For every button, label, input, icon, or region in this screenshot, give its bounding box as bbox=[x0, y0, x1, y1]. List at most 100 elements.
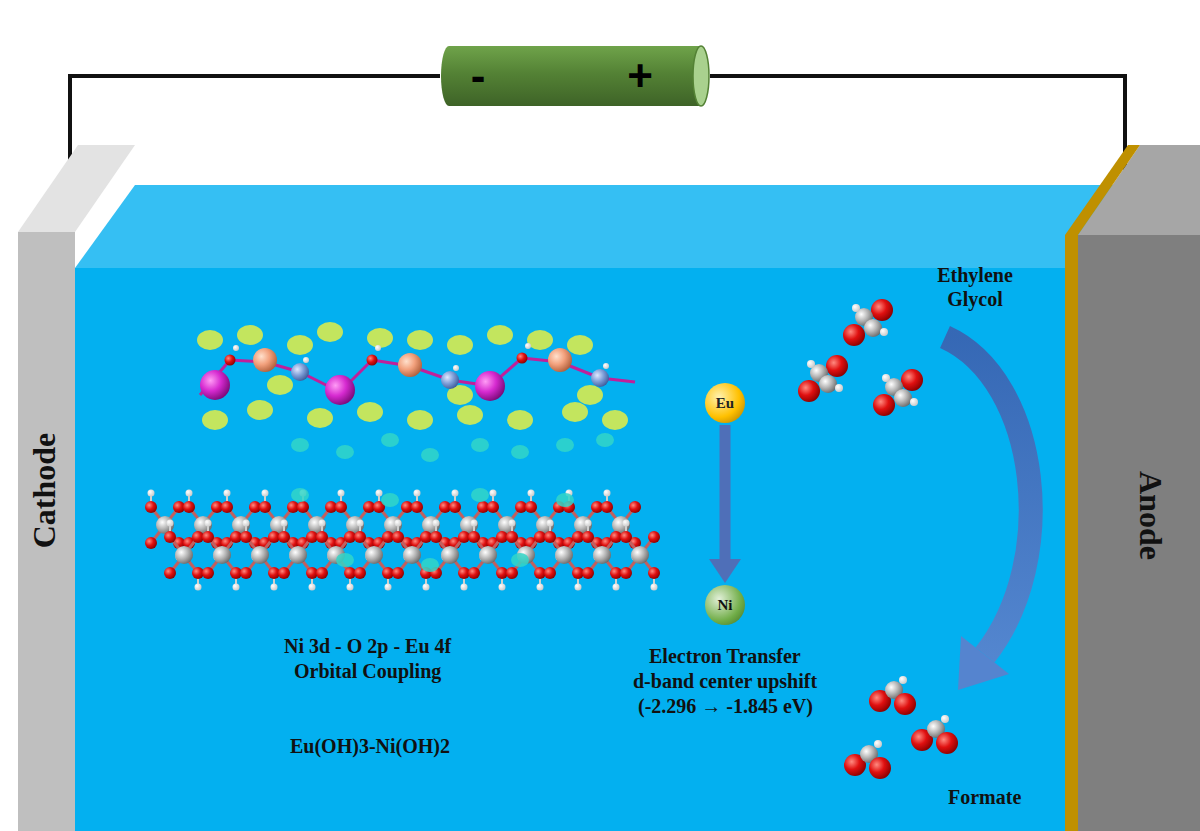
o-atom bbox=[164, 567, 176, 579]
charge-density bbox=[287, 335, 313, 355]
charge-density bbox=[487, 325, 513, 345]
o-atom bbox=[145, 501, 157, 513]
charge-density bbox=[596, 433, 614, 447]
h-atom bbox=[309, 584, 316, 591]
charge-density bbox=[202, 410, 228, 430]
charge-density bbox=[602, 410, 628, 430]
h-atom bbox=[490, 490, 497, 497]
charge-density bbox=[317, 322, 343, 342]
eu-atom bbox=[200, 370, 230, 400]
o-atom bbox=[936, 732, 958, 754]
charge-density bbox=[407, 330, 433, 350]
charge-density bbox=[247, 400, 273, 420]
o-atom bbox=[354, 531, 366, 543]
eu-atom bbox=[398, 353, 422, 377]
h-atom bbox=[433, 520, 440, 527]
charge-density bbox=[447, 335, 473, 355]
charge-density bbox=[336, 445, 354, 459]
h-atom bbox=[882, 374, 890, 382]
h-atom bbox=[807, 360, 815, 368]
o-atom bbox=[544, 567, 556, 579]
h-atom bbox=[941, 715, 949, 723]
o-atom bbox=[354, 567, 366, 579]
o-atom bbox=[278, 531, 290, 543]
annotation-label: Formate bbox=[948, 785, 1021, 809]
anode-plate bbox=[1060, 140, 1200, 831]
h-atom bbox=[303, 357, 309, 363]
ni-atom bbox=[591, 369, 609, 387]
ni-atom bbox=[175, 546, 193, 564]
electrolyte bbox=[75, 268, 1065, 831]
o-atom bbox=[506, 567, 518, 579]
charge-density bbox=[562, 402, 588, 422]
h-atom bbox=[603, 363, 609, 369]
h-atom bbox=[319, 520, 326, 527]
ni-atom bbox=[479, 546, 497, 564]
o-atom bbox=[506, 531, 518, 543]
h-atom bbox=[233, 345, 239, 351]
o-atom bbox=[826, 355, 848, 377]
molecules bbox=[798, 299, 958, 779]
charge-density bbox=[567, 335, 593, 355]
charge-density bbox=[357, 402, 383, 422]
o-atom bbox=[430, 531, 442, 543]
h-atom bbox=[835, 384, 843, 392]
eu-atom bbox=[475, 371, 505, 401]
charge-density bbox=[381, 493, 399, 507]
annotation-label: Ethylene Glycol bbox=[920, 263, 1030, 311]
eu-atom bbox=[253, 348, 277, 372]
h-atom bbox=[186, 490, 193, 497]
annotation-label: d-band center upshift bbox=[633, 669, 817, 693]
ni-atom bbox=[213, 546, 231, 564]
annotation-label: (-2.296 → -1.845 eV) bbox=[638, 694, 813, 718]
o-atom bbox=[240, 531, 252, 543]
arrowhead bbox=[709, 559, 741, 583]
h-atom bbox=[471, 520, 478, 527]
ni-atom bbox=[555, 546, 573, 564]
h-atom bbox=[461, 584, 468, 591]
node-label: Eu bbox=[716, 395, 734, 412]
o-atom bbox=[392, 567, 404, 579]
h-atom bbox=[233, 584, 240, 591]
o-atom bbox=[620, 567, 632, 579]
o-atom bbox=[894, 693, 916, 715]
eu-atom bbox=[325, 375, 355, 405]
o-atom bbox=[316, 531, 328, 543]
h-atom bbox=[899, 676, 907, 684]
o-atom bbox=[316, 567, 328, 579]
h-atom bbox=[651, 584, 658, 591]
o-atom bbox=[335, 501, 347, 513]
h-atom bbox=[874, 740, 882, 748]
h-atom bbox=[453, 365, 459, 371]
charge-density bbox=[511, 553, 529, 567]
o-atom bbox=[221, 501, 233, 513]
h-atom bbox=[205, 520, 212, 527]
charge-density bbox=[237, 325, 263, 345]
h-atom bbox=[910, 398, 918, 406]
o-atom bbox=[225, 355, 236, 366]
ni-atom bbox=[291, 363, 309, 381]
charge-density bbox=[527, 330, 553, 350]
c-atom bbox=[894, 389, 912, 407]
charge-density bbox=[367, 328, 393, 348]
o-atom bbox=[411, 501, 423, 513]
charge-density bbox=[471, 488, 489, 502]
charge-density bbox=[407, 410, 433, 430]
circuit-wire bbox=[710, 76, 1125, 190]
h-atom bbox=[880, 328, 888, 336]
h-atom bbox=[347, 584, 354, 591]
h-atom bbox=[385, 584, 392, 591]
charge-density bbox=[307, 408, 333, 428]
charge-density bbox=[556, 493, 574, 507]
ni-atom bbox=[441, 371, 459, 389]
o-atom bbox=[544, 531, 556, 543]
o-atom bbox=[620, 531, 632, 543]
ni-atom-circle: Ni bbox=[705, 585, 745, 625]
o-atom bbox=[648, 567, 660, 579]
anode-electrode: Anode bbox=[1060, 140, 1200, 831]
ni-atom bbox=[403, 546, 421, 564]
battery: -+ bbox=[440, 45, 710, 107]
h-atom bbox=[414, 490, 421, 497]
